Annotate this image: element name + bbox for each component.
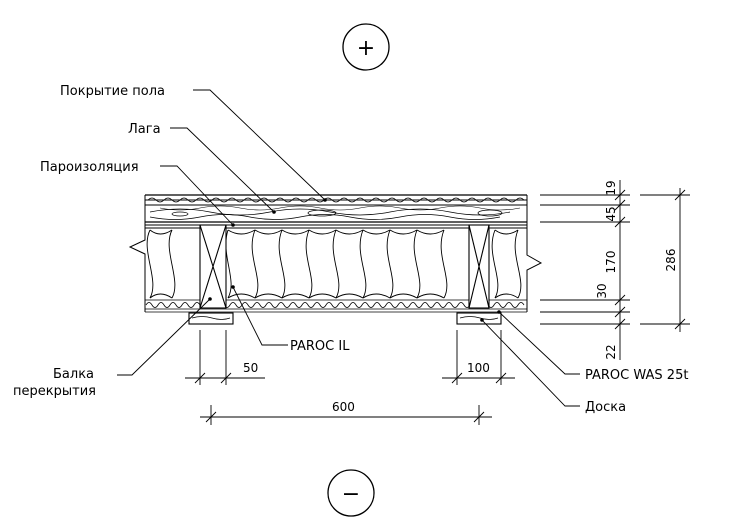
dim-19: 19 (604, 180, 618, 195)
board-left (188, 312, 234, 325)
label-beam-line1: Балка (53, 367, 94, 382)
leader-lines (117, 89, 580, 407)
dim-22: 22 (604, 344, 618, 359)
dim-286: 286 (664, 249, 678, 272)
dim-45: 45 (604, 206, 618, 221)
lag-layer (145, 205, 527, 226)
svg-text:−: − (342, 482, 360, 507)
dim-50: 50 (243, 361, 258, 375)
beam-left (199, 224, 227, 309)
label-paroc-was: PAROC WAS 25t (585, 368, 688, 383)
beam-right (468, 224, 490, 309)
label-floor-covering: Покрытие пола (60, 84, 165, 99)
svg-text:+: + (357, 36, 375, 61)
negative-side-symbol: − (327, 469, 375, 517)
dim-100: 100 (467, 361, 490, 375)
label-paroc-il: PAROC IL (290, 339, 350, 354)
horizontal-dimensions (185, 330, 515, 425)
positive-side-symbol: + (342, 23, 390, 71)
leader-dots (208, 198, 501, 322)
dim-170: 170 (604, 251, 618, 274)
label-beam-line2: перекрытия (13, 384, 96, 399)
dim-30: 30 (595, 283, 609, 298)
floor-covering-layer (145, 194, 527, 206)
break-lines (128, 195, 543, 312)
label-vapor-barrier: Пароизоляция (40, 160, 139, 175)
vertical-dimension-chain (540, 180, 690, 360)
board-right (456, 312, 502, 325)
label-lag: Лага (128, 122, 161, 137)
label-board: Доска (585, 400, 626, 415)
dim-600: 600 (332, 400, 355, 414)
